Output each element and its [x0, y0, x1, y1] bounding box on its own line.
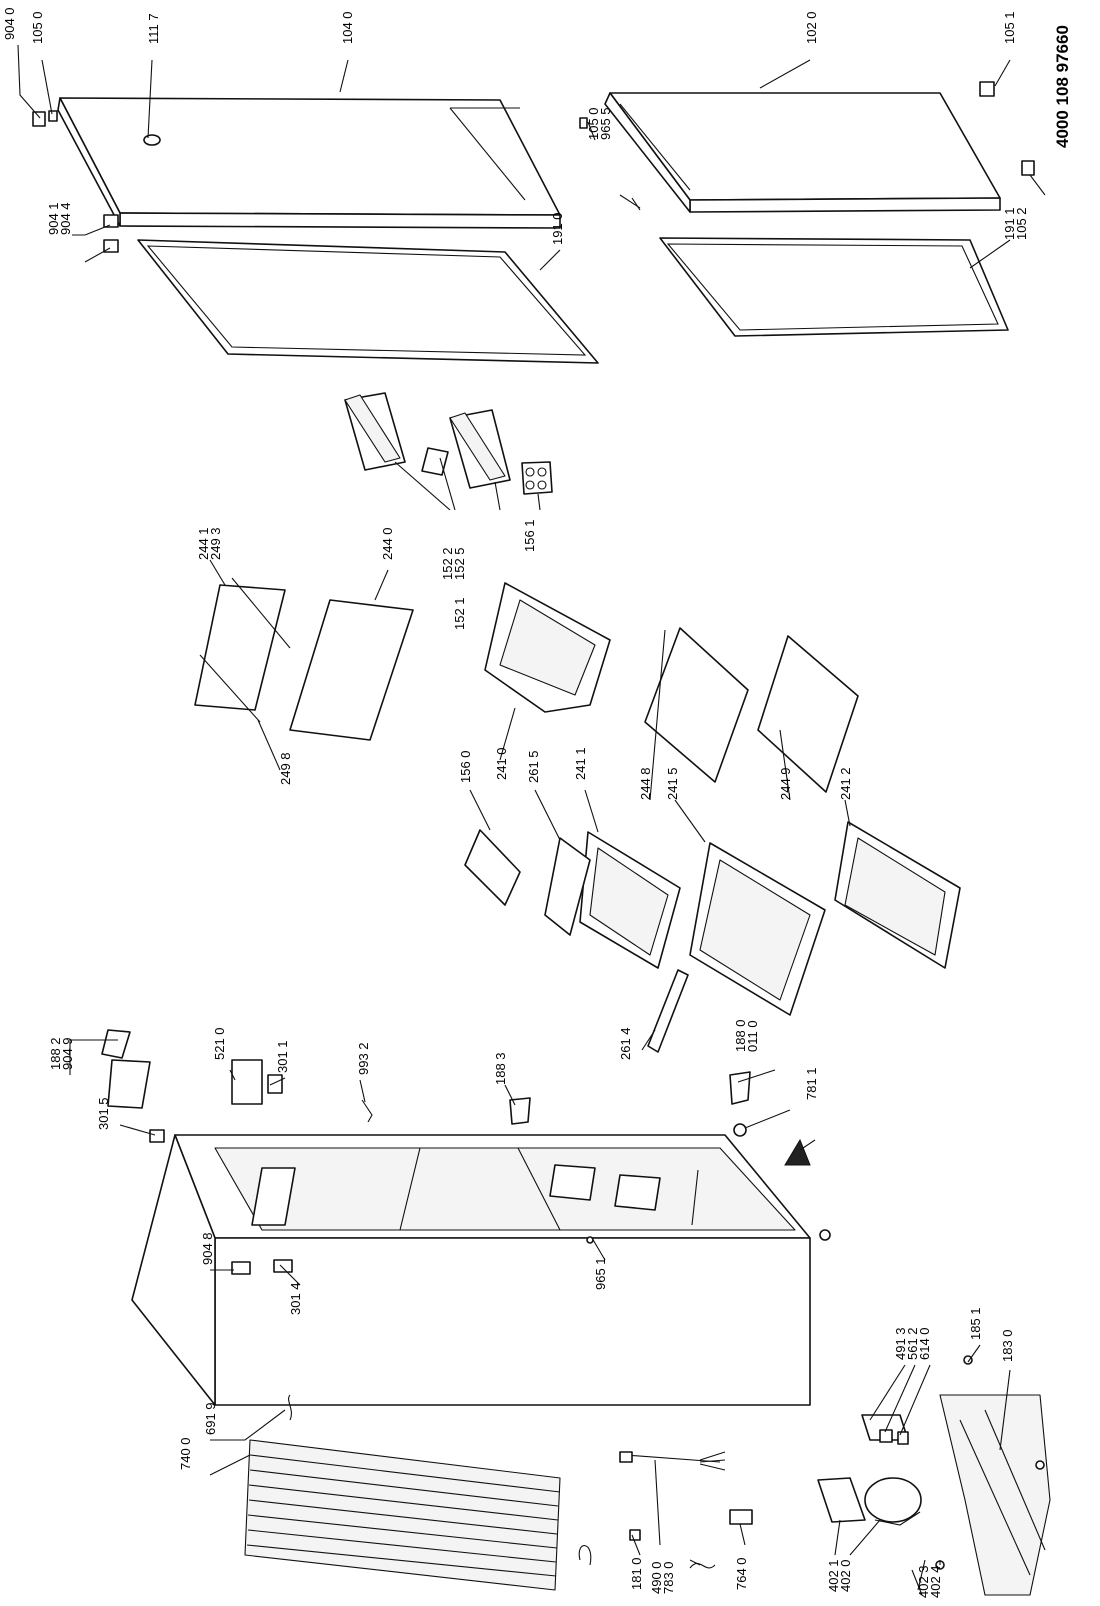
part-label: 491 3	[893, 1327, 908, 1360]
part-label: 188 3	[493, 1052, 508, 1085]
part-label: 783 0	[661, 1561, 676, 1594]
part-label: 561 2	[905, 1327, 920, 1360]
part-label: 965 1	[593, 1257, 608, 1290]
part-label: 102 0	[804, 11, 819, 44]
part-label: 156 0	[458, 750, 473, 783]
part-label: 191 1	[1002, 207, 1017, 240]
document-number: 4000 108 97660	[1053, 25, 1072, 148]
part-label: 244 8	[638, 767, 653, 800]
part-label: 104 0	[340, 11, 355, 44]
part-label: 249 3	[208, 527, 223, 560]
part-label: 111 7	[146, 13, 161, 44]
part-label: 105 0	[586, 107, 601, 140]
condenser	[244, 1394, 592, 1591]
part-label: 241 5	[665, 767, 680, 800]
leader-lines	[17, 44, 1046, 1591]
part-label: 764 0	[734, 1557, 749, 1590]
hinge-parts	[32, 81, 1035, 253]
part-label: 301 1	[275, 1040, 290, 1073]
part-label: 183 0	[1000, 1329, 1015, 1362]
glass-shelves	[194, 577, 859, 793]
part-label: 241 0	[494, 747, 509, 780]
part-label: 185 1	[968, 1307, 983, 1340]
part-label: 244 1	[196, 527, 211, 560]
part-label: 402 1	[826, 1559, 841, 1592]
part-label: 188 0	[733, 1019, 748, 1052]
machine-compartment-parts	[619, 1355, 1051, 1596]
part-label: 181 0	[629, 1557, 644, 1590]
part-label: 904 9	[60, 1037, 75, 1070]
drawers	[464, 582, 961, 1053]
part-label: 904 0	[2, 7, 17, 40]
part-label: 105 1	[1002, 11, 1017, 44]
door-bins	[344, 392, 553, 495]
part-label: 691 9	[203, 1402, 218, 1435]
part-label: 402 4	[928, 1565, 943, 1598]
part-label: 904 8	[200, 1232, 215, 1265]
part-label: 402 3	[916, 1565, 931, 1598]
part-label: 152 2	[440, 547, 455, 580]
part-label: 241 1	[573, 747, 588, 780]
part-label: 261 4	[618, 1027, 633, 1060]
part-label: 781 1	[804, 1067, 819, 1100]
part-label: 301 5	[96, 1097, 111, 1130]
part-label: 191 0	[550, 212, 565, 245]
part-label: 241 2	[838, 767, 853, 800]
freezer-door	[604, 92, 1001, 213]
cabinet	[131, 1129, 811, 1406]
fridge-door	[57, 97, 561, 229]
part-label: 156 1	[522, 519, 537, 552]
part-label: 614 0	[917, 1327, 932, 1360]
part-label: 105 2	[1014, 207, 1029, 240]
part-label: 011 0	[745, 1020, 760, 1052]
part-label: 152 1	[452, 597, 467, 630]
fridge-door-gasket	[137, 239, 599, 364]
part-label: 188 2	[48, 1037, 63, 1070]
part-label: 105 0	[30, 11, 45, 44]
part-label: 904 1	[46, 202, 61, 235]
part-label: 965 5	[598, 107, 613, 140]
freezer-door-gasket	[659, 237, 1009, 337]
part-label: 301 4	[288, 1282, 303, 1315]
part-label: 261 5	[526, 750, 541, 783]
part-label: 249 8	[278, 752, 293, 785]
part-label: 244 0	[380, 527, 395, 560]
part-label: 993 2	[356, 1042, 371, 1075]
part-label: 490 0	[649, 1561, 664, 1594]
part-label: 244 9	[778, 767, 793, 800]
part-label: 904 4	[58, 202, 73, 235]
part-label: 152 5	[452, 547, 467, 580]
part-label: 740 0	[178, 1437, 193, 1470]
part-label: 402 0	[838, 1559, 853, 1592]
part-label: 521 0	[212, 1027, 227, 1060]
